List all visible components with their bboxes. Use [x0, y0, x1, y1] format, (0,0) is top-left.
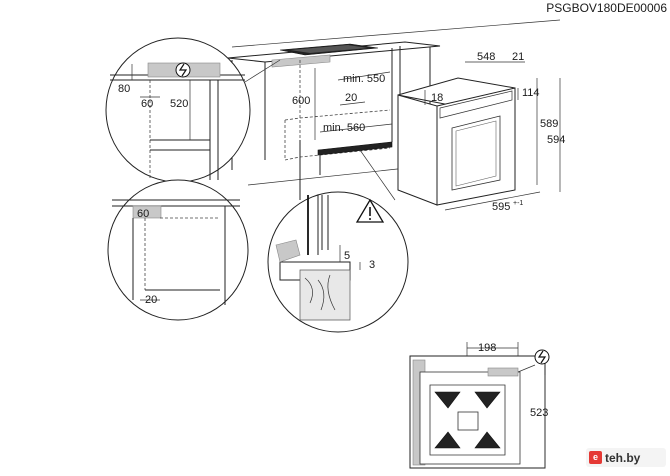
dim-min560: min. 560	[323, 122, 365, 134]
fan-guard	[429, 384, 506, 456]
dim-21: 21	[512, 51, 524, 63]
dim-114: 114	[522, 87, 540, 99]
dim-600: 600	[292, 95, 310, 107]
dim-594: 594	[547, 134, 565, 146]
dim-589: 589	[540, 118, 558, 130]
dim-20-niche: 20	[345, 92, 357, 104]
dim-595-tolerance: +-1	[513, 200, 523, 207]
detail-circle-top: 80 60 520	[105, 37, 251, 183]
electric-connection-icon	[175, 62, 191, 78]
detail-circle-side: 5 3	[267, 149, 409, 333]
detail-circle-bottom: 60 20	[107, 179, 249, 321]
dim-60-top: 60	[141, 98, 153, 110]
dim-520: 520	[170, 98, 188, 110]
dim-18: 18	[431, 92, 443, 104]
vent-panel	[132, 205, 162, 219]
cabinet-perspective: 600 min. 550 20 min. 560	[227, 19, 561, 200]
warning-triangle-icon	[355, 198, 385, 223]
oven-back-view: 198 523	[409, 342, 550, 469]
watermark-logo: e teh.by	[586, 448, 666, 467]
dim-80: 80	[118, 83, 130, 95]
dim-3: 3	[369, 259, 375, 271]
model-code: PSGBOV180DE00006	[546, 1, 667, 15]
dim-20-bottom: 20	[145, 294, 157, 306]
dim-523: 523	[530, 407, 548, 419]
dim-595: 595	[492, 201, 510, 213]
electric-connection-icon-back	[534, 349, 550, 365]
dim-min550: min. 550	[343, 73, 385, 85]
dim-5: 5	[344, 250, 350, 262]
dim-198: 198	[478, 342, 496, 354]
watermark-text: teh.by	[605, 450, 641, 465]
logo-icon: e	[589, 451, 602, 464]
oven-perspective: 548 21 18 114 589 594 595 +-1	[397, 51, 565, 213]
dim-548: 548	[477, 51, 495, 63]
dim-60-bottom: 60	[137, 208, 149, 220]
